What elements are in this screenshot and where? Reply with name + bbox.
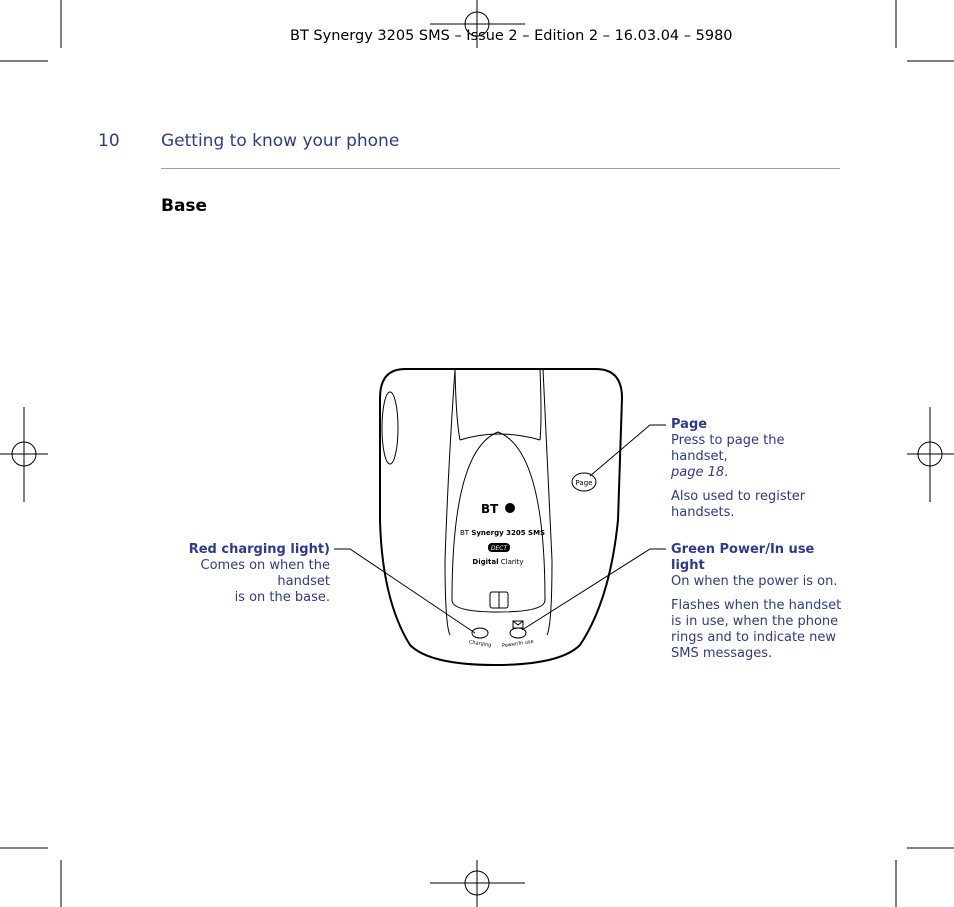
side-grip	[381, 391, 399, 465]
print-slug: BT Synergy 3205 SMS – Issue 2 – Edition …	[290, 28, 733, 44]
charging-light-label: Charging	[469, 639, 492, 648]
bt-logo: BT	[481, 502, 499, 516]
page-reference: page 18	[671, 465, 725, 480]
callout-title: Red charging light)	[188, 542, 330, 557]
base-body-outline	[379, 368, 624, 667]
page-number: 10	[98, 131, 120, 151]
callout-red-charging-light: Red charging light) Comes on when the ha…	[150, 542, 330, 606]
section-title: Getting to know your phone	[161, 131, 400, 151]
leader-page	[589, 424, 666, 477]
leader-power	[521, 548, 666, 631]
callout-reference: page 18.	[671, 465, 729, 480]
registration-mark-bottom	[430, 860, 525, 907]
digital-clarity-label: Digital Clarity	[472, 558, 523, 566]
bt-globe-icon	[505, 503, 515, 513]
callout-title: Green Power/In use light	[671, 542, 815, 573]
callout-text: is on the base.	[234, 590, 330, 605]
registration-mark-left	[0, 407, 48, 502]
model-label: BT Synergy 3205 SMS	[460, 529, 545, 537]
callout-text: Also used to register handsets.	[671, 489, 806, 520]
dect-badge	[488, 543, 510, 552]
callout-title: Page	[671, 417, 708, 432]
callout-text: Flashes when the handset is in use, when…	[671, 598, 842, 661]
callout-text: On when the power is on.	[671, 574, 838, 589]
page-button-label: Page	[576, 479, 593, 487]
leader-charging	[334, 548, 476, 634]
header-rule	[161, 168, 840, 169]
callout-green-power-light: Green Power/In use light On when the pow…	[671, 542, 846, 662]
callout-text: Comes on when the handset	[200, 558, 331, 589]
handset-well	[451, 431, 546, 613]
power-light-label: Power/In use	[502, 639, 534, 649]
registration-mark-top	[430, 0, 525, 48]
charging-light	[471, 627, 489, 639]
envelope-icon	[512, 620, 524, 629]
page-button	[571, 472, 597, 492]
callout-text: Press to page the handset,	[671, 433, 785, 464]
svg-text:DECT: DECT	[491, 545, 509, 552]
page-heading: Base	[161, 196, 208, 216]
callout-page: Page Press to page the handset, page 18.…	[671, 417, 841, 521]
registration-mark-right	[907, 407, 954, 502]
